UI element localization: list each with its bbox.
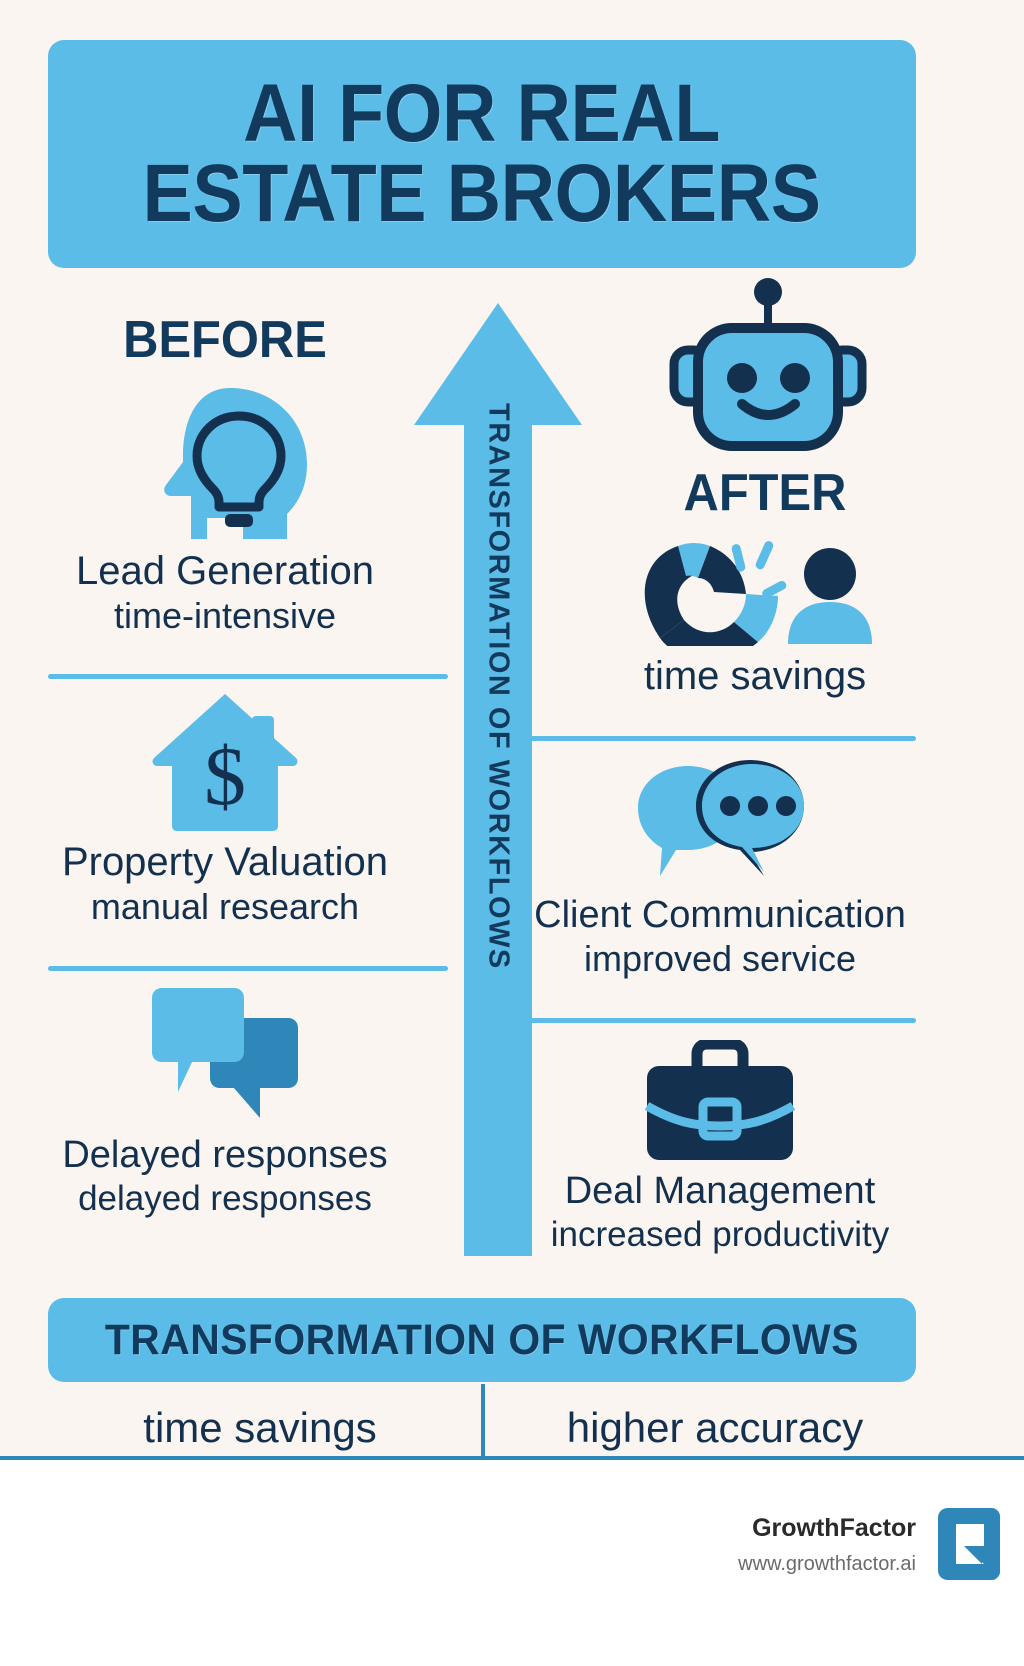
transformation-arrow: TRANSFORMATION OF WORKFLOWS bbox=[414, 303, 582, 1256]
up-arrow-icon bbox=[414, 303, 582, 1256]
robot-head-icon bbox=[668, 278, 868, 461]
briefcase-icon bbox=[524, 1040, 916, 1162]
footer-divider bbox=[0, 1456, 1024, 1460]
magnet-person-icon bbox=[560, 538, 950, 646]
house-dollar-icon: $ bbox=[40, 692, 410, 832]
before-item-title: Lead Generation bbox=[75, 549, 374, 593]
chat-bubbles-icon bbox=[20, 986, 430, 1126]
before-item-subtitle: manual research bbox=[90, 885, 360, 927]
before-item-title: Property Valuation bbox=[61, 840, 389, 884]
after-item-time-savings: time savings bbox=[560, 538, 950, 699]
svg-text:$: $ bbox=[204, 730, 246, 823]
after-item-subtitle: improved service bbox=[583, 937, 857, 979]
before-item-subtitle: time-intensive bbox=[113, 594, 337, 636]
before-column-heading: BEFORE bbox=[123, 311, 327, 369]
before-item-delayed-responses: Delayed responses delayed responses bbox=[20, 986, 430, 1218]
before-item-title: Delayed responses bbox=[62, 1134, 388, 1176]
page-title-line-2: ESTATE BROKERS bbox=[142, 148, 822, 239]
after-item-subtitle: increased productivity bbox=[550, 1214, 890, 1254]
footer-text-block: GrowthFactor www.growthfactor.ai bbox=[738, 1513, 916, 1576]
arrow-label: TRANSFORMATION OF WORKFLOWS bbox=[482, 403, 515, 970]
divider-after-1 bbox=[524, 736, 916, 741]
after-item-deal-management: Deal Management increased productivity bbox=[524, 1040, 916, 1254]
footer-brand-name: GrowthFactor bbox=[752, 1513, 916, 1542]
bottom-banner-label: TRANSFORMATION OF WORKFLOWS bbox=[104, 1315, 860, 1364]
page-title: AI FOR REAL ESTATE BROKERS bbox=[142, 67, 822, 239]
page-title-line-1: AI FOR REAL bbox=[243, 67, 721, 159]
footer: GrowthFactor www.growthfactor.ai bbox=[0, 1460, 1024, 1666]
divider-after-2 bbox=[524, 1018, 916, 1023]
bottom-split-left-label: time savings bbox=[143, 1404, 377, 1451]
before-item-lead-generation: Lead Generation time-intensive bbox=[40, 386, 410, 636]
head-lightbulb-icon bbox=[40, 386, 410, 541]
after-item-client-communication: Client Communication improved service bbox=[524, 758, 916, 979]
after-item-title: Client Communication bbox=[534, 894, 906, 936]
divider-before-2 bbox=[48, 966, 448, 971]
divider-before-1 bbox=[48, 674, 448, 679]
before-item-property-valuation: $ Property Valuation manual research bbox=[40, 692, 410, 927]
before-item-subtitle: delayed responses bbox=[78, 1178, 372, 1218]
speech-bubbles-dots-icon bbox=[524, 758, 916, 886]
footer-url[interactable]: www.growthfactor.ai bbox=[738, 1552, 916, 1575]
bottom-banner: TRANSFORMATION OF WORKFLOWS bbox=[48, 1298, 916, 1382]
after-column-heading: AFTER bbox=[683, 464, 847, 522]
bottom-split-divider bbox=[481, 1384, 485, 1456]
bottom-split-right-label: higher accuracy bbox=[566, 1404, 864, 1451]
after-item-title: time savings bbox=[643, 654, 867, 698]
growthfactor-g-logo-icon bbox=[938, 1508, 1000, 1580]
after-item-title: Deal Management bbox=[564, 1170, 876, 1212]
header-band: AI FOR REAL ESTATE BROKERS bbox=[48, 40, 916, 268]
